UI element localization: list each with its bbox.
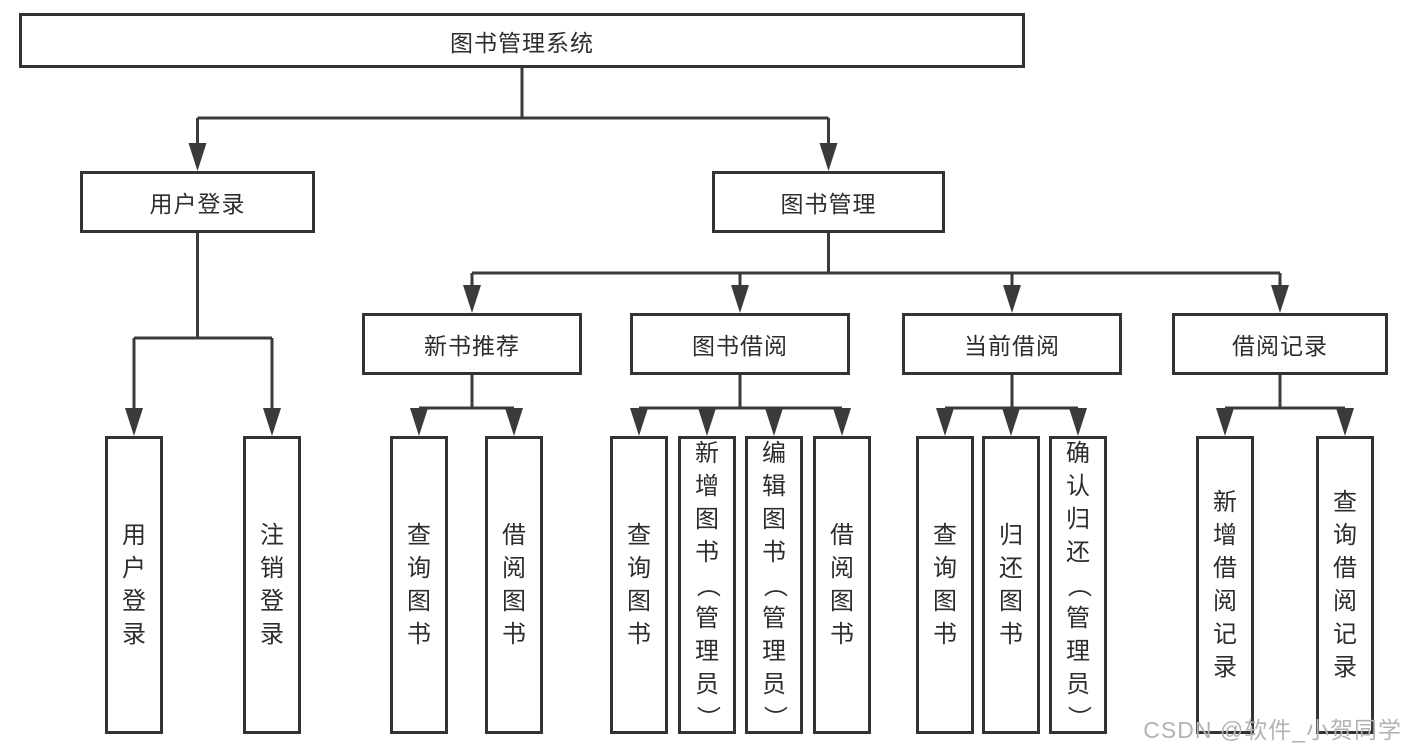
leaf-borrow-books-label: 借阅图书: [830, 522, 854, 648]
node-book-management-label: 图书管理: [780, 191, 877, 217]
leaf-edit-books-admin: 编辑图书（管理员）: [745, 436, 803, 734]
leaf-confirm-return-admin: 确认归还（管理员）: [1049, 436, 1107, 734]
leaf-user-login-label: 用户登录: [122, 522, 146, 648]
leaf-return-books-label: 归还图书: [999, 522, 1023, 648]
leaf-logout-label: 注销登录: [260, 522, 284, 648]
node-root-label: 图书管理系统: [450, 29, 594, 56]
leaf-query-books-recommend-label: 查询图书: [407, 522, 431, 648]
leaf-logout: 注销登录: [243, 436, 301, 734]
node-user-login: 用户登录: [80, 171, 315, 233]
leaf-borrow-books-recommend: 借阅图书: [485, 436, 543, 734]
leaf-query-books-borrowing: 查询图书: [610, 436, 668, 734]
node-new-book-recommend-label: 新书推荐: [424, 333, 520, 359]
leaf-query-books-recommend: 查询图书: [390, 436, 448, 734]
leaf-return-books: 归还图书: [982, 436, 1040, 734]
leaf-borrow-books: 借阅图书: [813, 436, 871, 734]
node-user-login-label: 用户登录: [149, 191, 246, 217]
watermark: CSDN @软件_小贺同学: [1143, 717, 1402, 743]
leaf-add-books-admin-label: 新增图书（管理员）: [693, 439, 721, 730]
node-new-book-recommend: 新书推荐: [362, 313, 582, 375]
leaf-query-books-current-label: 查询图书: [933, 522, 957, 648]
node-book-borrowing: 图书借阅: [630, 313, 850, 375]
node-borrowing-records: 借阅记录: [1172, 313, 1388, 375]
node-book-management: 图书管理: [712, 171, 945, 233]
leaf-add-borrow-record-label: 新增借阅记录: [1213, 489, 1237, 681]
node-borrowing-records-label: 借阅记录: [1232, 333, 1328, 359]
node-root: 图书管理系统: [19, 13, 1025, 68]
leaf-query-books-current: 查询图书: [916, 436, 974, 734]
leaf-confirm-return-admin-label: 确认归还（管理员）: [1064, 439, 1092, 730]
leaf-query-books-borrowing-label: 查询图书: [627, 522, 651, 648]
node-book-borrowing-label: 图书借阅: [692, 333, 788, 359]
leaf-query-borrow-record-label: 查询借阅记录: [1333, 489, 1357, 681]
leaf-add-borrow-record: 新增借阅记录: [1196, 436, 1254, 734]
node-current-borrowing-label: 当前借阅: [964, 333, 1060, 359]
leaf-query-borrow-record: 查询借阅记录: [1316, 436, 1374, 734]
leaf-add-books-admin: 新增图书（管理员）: [678, 436, 736, 734]
leaf-borrow-books-recommend-label: 借阅图书: [502, 522, 526, 648]
leaf-edit-books-admin-label: 编辑图书（管理员）: [760, 439, 788, 730]
leaf-user-login: 用户登录: [105, 436, 163, 734]
node-current-borrowing: 当前借阅: [902, 313, 1122, 375]
